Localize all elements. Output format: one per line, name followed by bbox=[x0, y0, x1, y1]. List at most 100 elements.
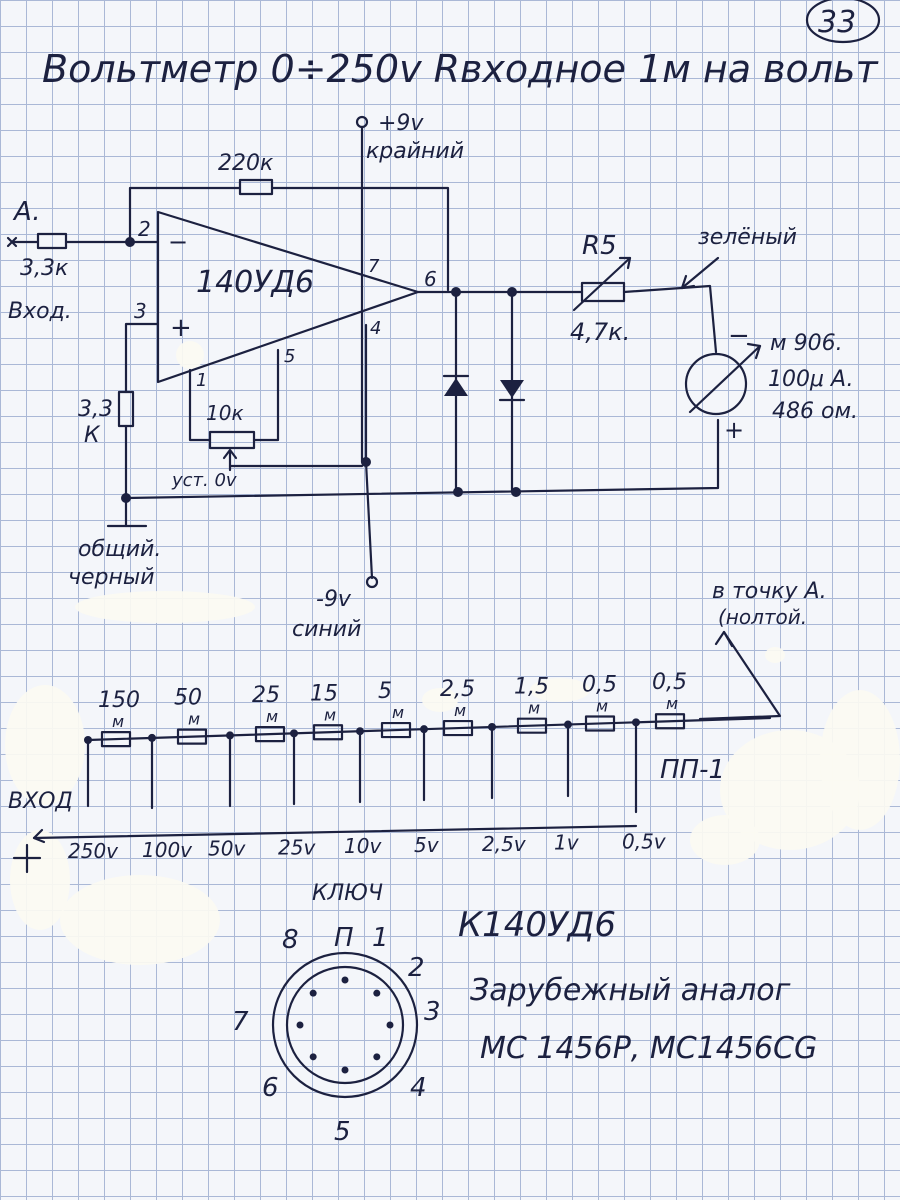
divider-resistor bbox=[254, 726, 286, 743]
pin-3-label: 3 bbox=[134, 299, 147, 323]
divider-resistor-value: 0,5 bbox=[652, 670, 687, 695]
trim-value: 10к bbox=[206, 401, 244, 425]
pinout-pin-number: 2 bbox=[408, 953, 425, 983]
divider-range-label: 0,5v bbox=[622, 829, 667, 853]
chip-name: К140УД6 bbox=[458, 905, 616, 945]
divider-resistor-value: 25 bbox=[252, 683, 280, 708]
pin-1-label: 1 bbox=[196, 370, 207, 391]
opamp: 140УД6 − + 2 3 1 5 7 4 6 bbox=[134, 210, 437, 391]
divider-resistor bbox=[584, 715, 616, 732]
bias-network: 3,3 К bbox=[78, 322, 160, 528]
offset-trim: 10к уст. 0v bbox=[171, 348, 364, 491]
pin-6-label: 6 bbox=[424, 267, 437, 291]
input-point-label: A. bbox=[12, 197, 41, 227]
divider-range-label: 50v bbox=[208, 837, 246, 861]
feedback-resistor-value: 220к bbox=[218, 151, 274, 176]
plus-supply: +9v крайний bbox=[355, 111, 464, 464]
plus-supply-label: +9v bbox=[378, 111, 424, 136]
pinout-pin-dot bbox=[373, 989, 381, 997]
foreign-analog-parts: МС 1456Р, МС1456СG bbox=[480, 1031, 817, 1066]
pinout-pin-dot bbox=[341, 1066, 349, 1074]
divider-resistor-unit: м bbox=[188, 710, 200, 729]
diode-down bbox=[498, 380, 526, 402]
divider-resistor-value: 5 bbox=[378, 679, 392, 704]
diode-up bbox=[442, 374, 470, 396]
divider-resistor-unit: м bbox=[596, 696, 608, 715]
meter: зелёный − + м 906. 100μ A. 486 ом. bbox=[680, 225, 858, 444]
divider-resistor-value: 2,5 bbox=[440, 677, 475, 702]
divider-to-point-label: в точку А. bbox=[712, 579, 827, 604]
pin-4-label: 4 bbox=[370, 318, 381, 339]
page-number: 33 bbox=[818, 5, 856, 40]
meter-resistance: 486 ом. bbox=[772, 399, 858, 424]
correction-paint bbox=[5, 341, 900, 965]
pinout-pin-number: 4 bbox=[410, 1073, 427, 1103]
input-label: Вход. bbox=[8, 299, 72, 324]
divider-range-label: 5v bbox=[414, 833, 440, 857]
trim-label: уст. 0v bbox=[171, 470, 237, 491]
divider-resistor-unit: м bbox=[454, 701, 466, 720]
pinout-pin-dot bbox=[309, 989, 317, 997]
r5-value: 4,7к. bbox=[570, 318, 630, 346]
pinout-pin-number: 6 bbox=[262, 1073, 279, 1103]
feedback-resistor: 220к bbox=[128, 151, 450, 292]
opamp-noninverting-sign: + bbox=[170, 313, 192, 343]
divider-resistor bbox=[654, 713, 686, 730]
divider-resistor-value: 15 bbox=[310, 681, 338, 706]
input-resistor-value: 3,3к bbox=[20, 256, 69, 281]
pinout-pin-number: 7 bbox=[232, 1007, 249, 1037]
divider-resistor-unit: м bbox=[528, 699, 540, 718]
divider-resistor bbox=[312, 724, 344, 741]
divider-resistor bbox=[176, 728, 208, 745]
divider-resistor-unit: м bbox=[112, 712, 124, 731]
divider-range-label: 100v bbox=[142, 838, 193, 862]
output-network bbox=[416, 287, 584, 497]
plus-wire-color: крайний bbox=[366, 139, 464, 164]
divider-resistor-unit: м bbox=[392, 703, 404, 722]
common-wire-color: черный bbox=[68, 565, 155, 590]
pinout-pin-number: 3 bbox=[424, 997, 441, 1027]
r5-label: R5 bbox=[582, 231, 617, 261]
divider-resistor-value: 0,5 bbox=[582, 672, 617, 697]
pin-5-label: 5 bbox=[284, 346, 295, 367]
pin-2-label: 2 bbox=[138, 217, 151, 241]
divider-resistor bbox=[442, 719, 474, 737]
meter-wire-color: зелёный bbox=[698, 225, 797, 250]
divider-range-label: 25v bbox=[278, 835, 316, 859]
divider-resistor bbox=[516, 717, 548, 734]
minus-supply: -9v синий bbox=[292, 323, 379, 642]
pinout-pin-dot bbox=[341, 976, 349, 984]
bias-resistor-unit: К bbox=[84, 423, 101, 448]
divider-resistor bbox=[100, 730, 132, 748]
foreign-analog-label: Зарубежный аналог bbox=[470, 973, 791, 1008]
minus-wire-color: синий bbox=[292, 617, 361, 642]
r5-resistor: R5 4,7к. bbox=[570, 231, 718, 354]
pinout-pin-dot bbox=[296, 1021, 304, 1029]
meter-plus-sign: + bbox=[724, 416, 744, 444]
common-label: общий. bbox=[78, 537, 161, 562]
divider-resistor-unit: м bbox=[666, 694, 678, 713]
divider-range-label: 2,5v bbox=[482, 832, 527, 856]
pinout-pin-dot bbox=[309, 1053, 317, 1061]
minus-supply-label: -9v bbox=[316, 587, 352, 612]
page-number-circle bbox=[805, 0, 881, 44]
pinout-pin-number: 8 bbox=[282, 925, 299, 955]
pinout-key-label: КЛЮЧ bbox=[312, 881, 383, 906]
divider-resistor-value: 1,5 bbox=[514, 675, 549, 700]
divider-resistor-unit: м bbox=[324, 705, 336, 724]
divider-range-label: 10v bbox=[344, 834, 382, 858]
chip-notes: К140УД6 Зарубежный аналог МС 1456Р, МС14… bbox=[458, 905, 817, 1066]
pin-7-label: 7 bbox=[368, 256, 380, 277]
divider-range-label: 250v bbox=[68, 839, 119, 863]
divider-to-point-note: (нолтой. bbox=[718, 605, 807, 629]
divider-input-label: ВХОД bbox=[8, 789, 73, 814]
meter-minus-sign: − bbox=[728, 321, 750, 351]
divider-resistor-unit: м bbox=[266, 707, 278, 726]
